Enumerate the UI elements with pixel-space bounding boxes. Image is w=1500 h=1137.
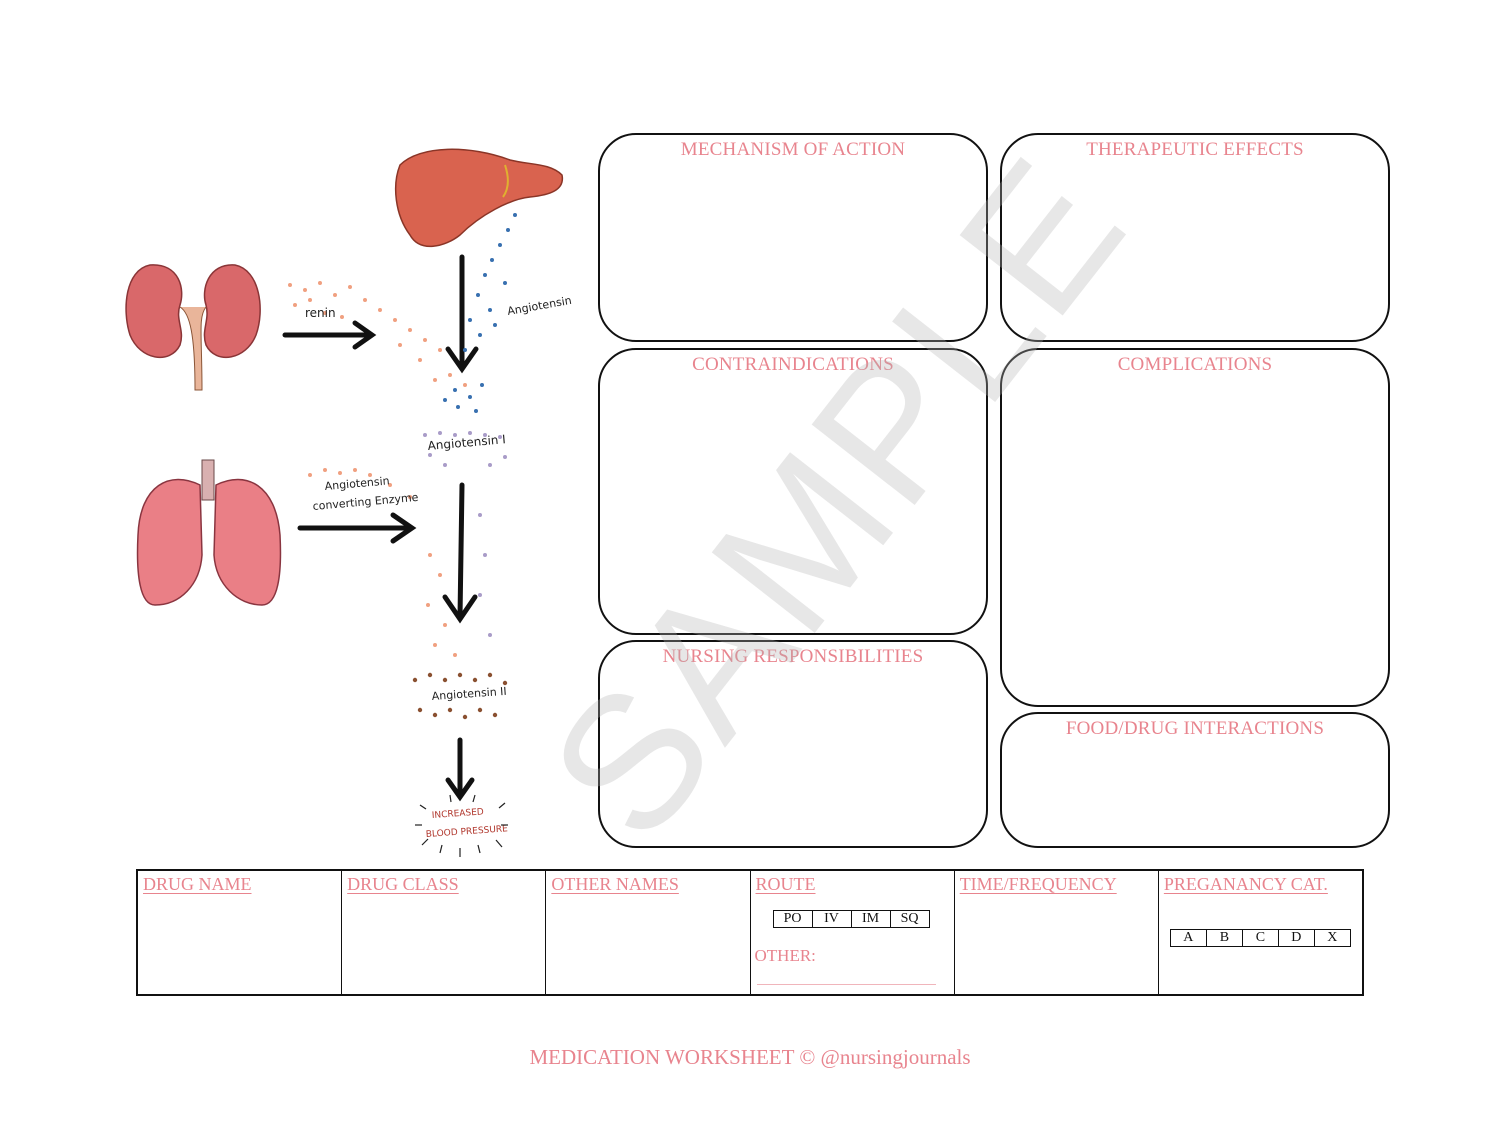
ace-label-line1: Angiotensin (324, 474, 390, 493)
renin-dots (288, 281, 467, 387)
time-frequency-cell[interactable]: TIME/FREQUENCY (955, 871, 1159, 994)
complications-title: COMPLICATIONS (1117, 354, 1273, 375)
route-option-po[interactable]: PO (774, 911, 813, 927)
angiotensin-ii-label: Angiotensin II (431, 685, 507, 703)
lungs-icon (136, 459, 282, 606)
food-drug-title: FOOD/DRUG INTERACTIONS (1065, 718, 1325, 739)
route-cell: ROUTE PO IV IM SQ OTHER: (751, 871, 955, 994)
contraindications-box[interactable]: CONTRAINDICATIONS (598, 348, 988, 635)
route-options: PO IV IM SQ (772, 910, 930, 928)
route-header: ROUTE (755, 874, 816, 894)
ace-label-line2: converting Enzyme (312, 491, 419, 513)
drug-info-table: DRUG NAME DRUG CLASS OTHER NAMES ROUTE P… (136, 869, 1364, 996)
other-route-field[interactable] (756, 984, 936, 985)
drug-name-cell[interactable]: DRUG NAME (138, 871, 343, 994)
route-option-im[interactable]: IM (852, 911, 891, 927)
contraindications-title: CONTRAINDICATIONS (692, 354, 894, 375)
time-frequency-header: TIME/FREQUENCY (959, 874, 1117, 894)
raas-illustration: renin Angiotensin Angiotensin I Angioten… (125, 148, 573, 857)
pregnancy-category-cell: PREGANANCY CAT. A B C D X (1159, 871, 1362, 994)
liver-icon (394, 148, 564, 248)
pregnancy-option-c[interactable]: C (1243, 930, 1279, 946)
other-names-cell[interactable]: OTHER NAMES (546, 871, 751, 994)
angiotensin-ii-dots (412, 672, 508, 720)
nursing-title: NURSING RESPONSIBILITIES (662, 646, 924, 667)
pregnancy-option-a[interactable]: A (1171, 930, 1207, 946)
angiotensin-dots (443, 213, 517, 413)
mechanism-title: MECHANISM OF ACTION (680, 139, 906, 160)
angiotensin-label: Angiotensin (506, 294, 572, 318)
pregnancy-option-d[interactable]: D (1279, 930, 1315, 946)
arrows (282, 254, 479, 802)
nursing-responsibilities-box[interactable]: NURSING RESPONSIBILITIES (598, 640, 988, 848)
other-route-label: OTHER: (754, 946, 816, 965)
kidneys-icon (125, 264, 261, 391)
renin-label: renin (305, 306, 336, 320)
therapeutic-title: THERAPEUTIC EFFECTS (1086, 139, 1304, 160)
drug-name-header: DRUG NAME (143, 874, 252, 894)
pregnancy-header: PREGANANCY CAT. (1163, 874, 1328, 894)
burst-lines (415, 794, 508, 857)
route-option-iv[interactable]: IV (813, 911, 852, 927)
result-label-line1: INCREASED (432, 807, 485, 821)
drug-class-cell[interactable]: DRUG CLASS (342, 871, 547, 994)
angiotensin-i-dots (423, 431, 507, 637)
therapeutic-effects-box[interactable]: THERAPEUTIC EFFECTS (1000, 133, 1390, 342)
result-label-line2: BLOOD PRESSURE (426, 824, 509, 840)
pregnancy-option-x[interactable]: X (1327, 930, 1338, 945)
complications-box[interactable]: COMPLICATIONS (1000, 348, 1390, 707)
footer-credit: MEDICATION WORKSHEET © @nursingjournals (529, 1045, 971, 1069)
route-option-sq[interactable]: SQ (900, 911, 919, 926)
ace-dots (308, 468, 457, 657)
drug-class-header: DRUG CLASS (347, 874, 459, 894)
pregnancy-options: A B C D X (1169, 929, 1351, 947)
mechanism-of-action-box[interactable]: MECHANISM OF ACTION (598, 133, 988, 342)
food-drug-interactions-box[interactable]: FOOD/DRUG INTERACTIONS (1000, 712, 1390, 848)
pregnancy-option-b[interactable]: B (1207, 930, 1243, 946)
other-names-header: OTHER NAMES (551, 874, 679, 894)
angiotensin-i-label: Angiotensin I (427, 432, 506, 453)
